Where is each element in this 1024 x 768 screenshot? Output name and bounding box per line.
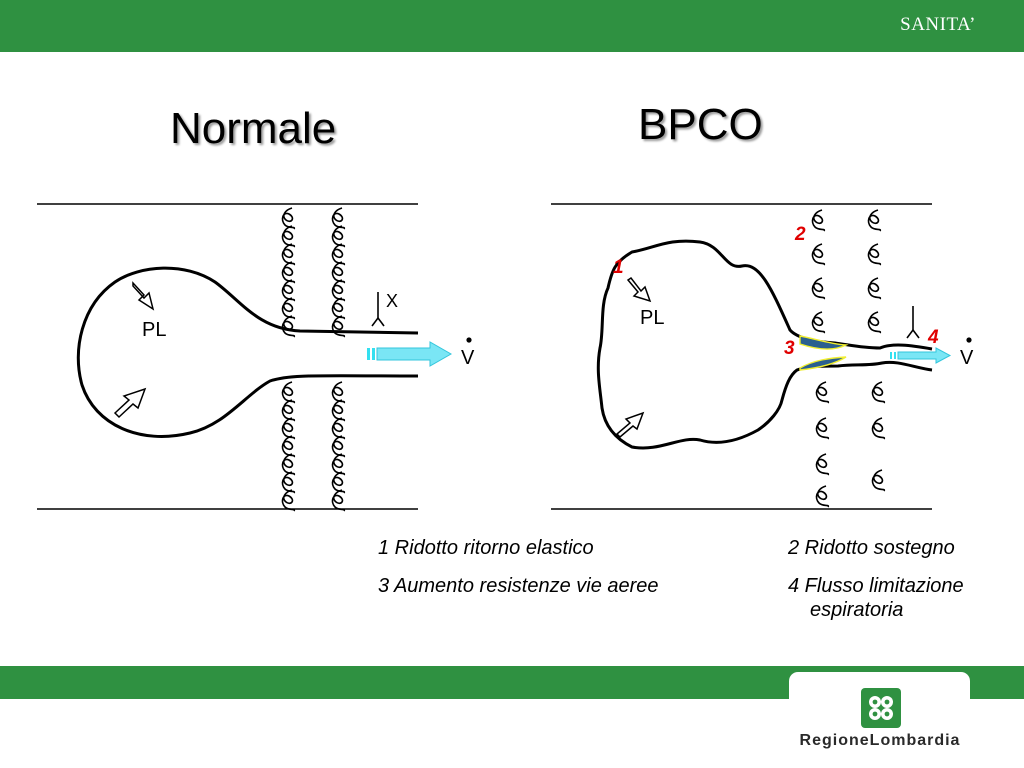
logo-text: RegioneLombardia <box>799 732 961 749</box>
marker-1: 1 <box>613 257 624 278</box>
recoil-arrow-icon <box>113 387 147 419</box>
logo-mark-icon <box>861 688 901 728</box>
airway-obstruction-bottom <box>799 356 847 371</box>
bpco-panel <box>551 203 972 510</box>
legend-item-4: 4 Flusso limitazione espiratoria <box>788 575 964 621</box>
marker-3: 3 <box>784 338 795 359</box>
legend-item-3: 3 Aumento resistenze vie aeree <box>378 575 659 597</box>
alveolus-bpco <box>596 239 933 450</box>
marker-2: 2 <box>794 224 806 245</box>
header-bar: SANITA’ <box>0 0 1024 52</box>
elastic-fibers-left <box>281 207 346 512</box>
title-bpco: BPCO <box>638 100 763 149</box>
flow-arrow-icon <box>367 341 453 367</box>
normale-panel <box>37 203 472 512</box>
title-normale: Normale <box>170 104 337 153</box>
v-dot-icon <box>466 337 472 343</box>
region-logo: RegioneLombardia <box>789 672 970 768</box>
equal-pressure-point-icon <box>371 292 385 327</box>
legend-item-2: 2 Ridotto sostegno <box>788 537 955 559</box>
legend-item-1: 1 Ridotto ritorno elastico <box>378 537 594 559</box>
recoil-arrow-icon <box>615 411 645 439</box>
recoil-arrow-icon <box>626 276 652 303</box>
v-label-normale: V <box>461 347 475 369</box>
header-brand: SANITA’ <box>900 14 976 35</box>
airway-obstruction-top <box>799 335 849 350</box>
alveolus-normal <box>76 266 419 438</box>
v-dot-icon <box>966 337 972 343</box>
flow-arrow-icon <box>890 347 952 364</box>
v-label-bpco: V <box>960 347 974 369</box>
elastic-fibers-right <box>811 209 886 508</box>
recoil-arrow-icon <box>132 281 155 311</box>
marker-4: 4 <box>927 327 939 348</box>
x-label-normale: X <box>386 291 398 311</box>
pl-label-bpco: PL <box>640 307 664 329</box>
equal-pressure-point-icon <box>906 306 920 339</box>
pl-label-normale: PL <box>142 319 166 341</box>
